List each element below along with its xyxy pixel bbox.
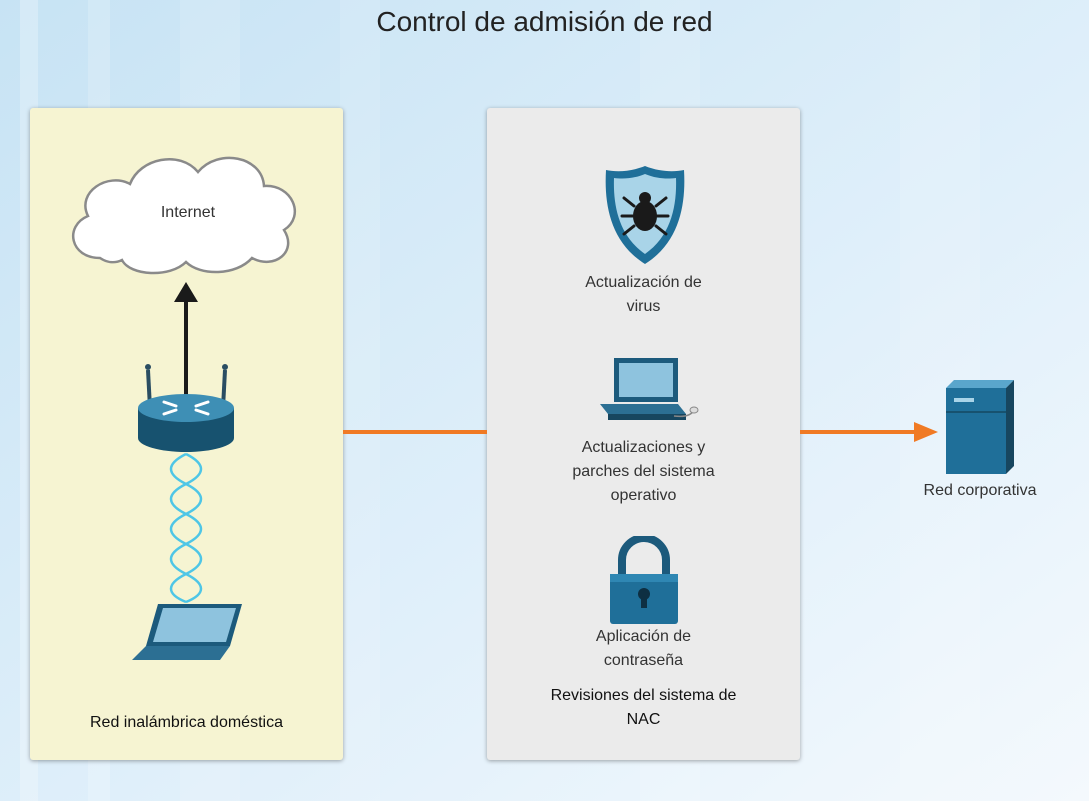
- page-title: Control de admisión de red: [376, 6, 713, 37]
- home-network-label: Red inalámbrica doméstica: [90, 714, 283, 731]
- os-update-label-3: operativo: [610, 487, 677, 504]
- password-label-2: contraseña: [603, 652, 684, 669]
- corporate-network-label: Red corporativa: [923, 482, 1037, 499]
- shield-bug-icon: [605, 166, 685, 264]
- virus-update-label-1: Actualización de: [585, 274, 702, 291]
- internet-cloud-icon: [71, 156, 296, 275]
- password-label-1: Aplicación de: [595, 628, 692, 645]
- laptop-icon: [132, 604, 242, 660]
- arrowhead-icon: [914, 422, 938, 442]
- internet-label: Internet: [160, 204, 216, 221]
- uplink-arrow-icon: [174, 282, 198, 403]
- virus-update-label-2: virus: [626, 298, 661, 315]
- computer-icon: [600, 358, 699, 420]
- wireless-router-icon: [138, 364, 234, 452]
- padlock-icon: [610, 536, 678, 624]
- os-update-label-1: Actualizaciones y: [581, 439, 706, 456]
- wireless-signal-icon: [169, 452, 203, 604]
- nac-checks-label-2: NAC: [626, 711, 661, 728]
- home-network-graphics: [71, 156, 296, 660]
- server-icon: [946, 380, 1014, 474]
- nac-checks-label-1: Revisiones del sistema de: [550, 687, 737, 704]
- os-update-label-2: parches del sistema: [572, 463, 715, 480]
